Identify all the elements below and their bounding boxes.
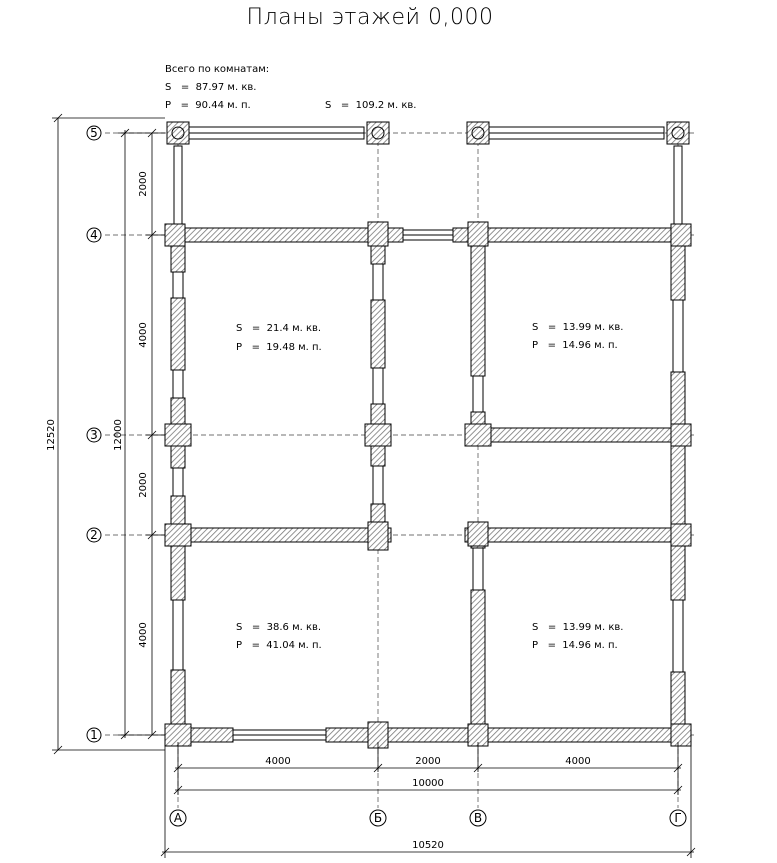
axis-row-1: 1 bbox=[90, 728, 98, 742]
room-1-area: S = 21.4 м. кв. bbox=[236, 323, 321, 334]
openings bbox=[172, 126, 684, 741]
room-3-perimeter: P = 41.04 м. п. bbox=[236, 640, 322, 651]
room-3-area: S = 38.6 м. кв. bbox=[236, 622, 321, 633]
left-dimension-lines bbox=[52, 113, 165, 755]
dim-bottom-seg-3: 4000 bbox=[565, 756, 590, 767]
dim-bottom-seg-1: 4000 bbox=[265, 756, 290, 767]
axis-row-4: 4 bbox=[90, 228, 98, 242]
room-4-area: S = 13.99 м. кв. bbox=[532, 622, 623, 633]
room-labels: S = 21.4 м. кв. P = 19.48 м. п. S = 13.9… bbox=[236, 322, 623, 651]
dim-bottom-total-inner: 10000 bbox=[412, 778, 444, 789]
room-2-area: S = 13.99 м. кв. bbox=[532, 322, 623, 333]
summary-header: Всего по комнатам: bbox=[165, 64, 269, 75]
dim-left-seg-1: 2000 bbox=[138, 171, 149, 196]
axis-col-b: Б bbox=[374, 811, 382, 825]
room-4-perimeter: P = 14.96 м. п. bbox=[532, 640, 618, 651]
axis-row-5: 5 bbox=[90, 126, 98, 140]
room-1-perimeter: P = 19.48 м. п. bbox=[236, 342, 322, 353]
axis-grid bbox=[105, 125, 695, 808]
bottom-dimension-lines bbox=[160, 742, 696, 858]
bottom-dimension-text: 4000 2000 4000 10000 10520 bbox=[265, 756, 590, 851]
summary-block: Всего по комнатам: S = 87.97 м. кв. P = … bbox=[165, 64, 416, 111]
axis-row-3: 3 bbox=[90, 428, 98, 442]
dim-bottom-seg-2: 2000 bbox=[415, 756, 440, 767]
row-axis-markers: 5 4 3 2 1 bbox=[86, 125, 102, 743]
axis-row-2: 2 bbox=[90, 528, 98, 542]
page-title: Планы этажей 0,000 bbox=[247, 5, 494, 30]
dim-left-total-inner: 12000 bbox=[113, 419, 124, 451]
axis-col-a: А bbox=[174, 811, 183, 825]
dim-left-seg-2: 4000 bbox=[138, 322, 149, 347]
summary-area: S = 87.97 м. кв. bbox=[165, 82, 256, 93]
posts bbox=[164, 121, 692, 749]
summary-perimeter: P = 90.44 м. п. bbox=[165, 100, 251, 111]
axis-col-v: В bbox=[474, 811, 482, 825]
dim-bottom-total-outer: 10520 bbox=[412, 840, 444, 851]
dim-left-total-outer: 12520 bbox=[46, 419, 57, 451]
room-2-perimeter: P = 14.96 м. п. bbox=[532, 340, 618, 351]
walls bbox=[164, 227, 692, 743]
column-axis-markers: А Б В Г bbox=[169, 809, 687, 827]
axis-col-g: Г bbox=[674, 811, 681, 825]
summary-area-total: S = 109.2 м. кв. bbox=[325, 100, 416, 111]
dim-left-seg-4: 4000 bbox=[138, 622, 149, 647]
dim-left-seg-3: 2000 bbox=[138, 472, 149, 497]
left-dimension-text: 2000 4000 2000 4000 12000 12520 bbox=[46, 171, 149, 647]
